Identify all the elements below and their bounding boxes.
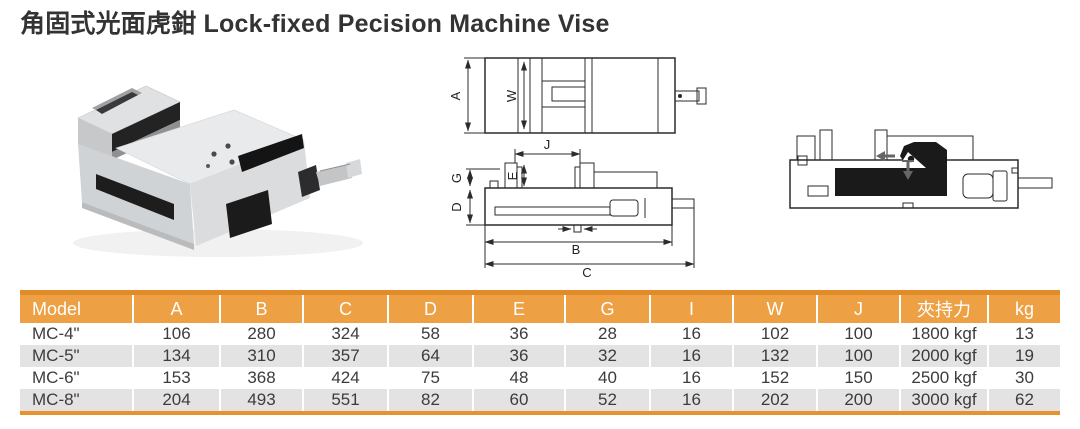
table-row: MC-6" 153 368 424 75 48 40 16 152 150 25… [20,367,1060,389]
cell: 134 [132,345,220,367]
cell: 551 [302,389,388,413]
dim-label-e: E [505,171,520,180]
header-cell-kg: kg [987,290,1060,323]
header-cell-model: Model [20,290,133,323]
cell: 100 [816,345,900,367]
cell: 36 [472,345,565,367]
table-row: MC-5" 134 310 357 64 36 32 16 132 100 20… [20,345,1060,367]
cell: 2000 kgf [899,345,988,367]
side-view-drawing: J E G D B C [449,137,695,280]
cell: 62 [987,389,1060,413]
header-cell-g: G [564,290,650,323]
cell: 152 [732,367,817,389]
header-cell-a: A [132,290,220,323]
cell-model: MC-6" [32,368,80,387]
cell: 13 [987,323,1060,345]
cell: 2500 kgf [899,367,988,389]
cell-model: MC-5" [32,346,80,365]
cell: 1800 kgf [899,323,988,345]
header-cell-j: J [816,290,900,323]
cell: 16 [649,345,733,367]
cell: 52 [564,389,650,413]
header-cell-d: D [387,290,473,323]
cell: 60 [472,389,565,413]
dim-label-c: C [582,265,591,280]
cell: 32 [564,345,650,367]
header-cell-e: E [472,290,565,323]
top-view-drawing: W A [448,57,707,134]
table-header-row: Model A B C D E G I W J 夾持力 kg [20,290,1060,323]
dim-label-d: D [449,202,464,211]
cell: 48 [472,367,565,389]
lock-motion-arrows [876,151,914,180]
cell: 310 [219,345,303,367]
cell: 28 [564,323,650,345]
cell: 204 [132,389,220,413]
header-cell-clamp-force: 夾持力 [899,290,988,323]
cell-model: MC-8" [32,390,80,409]
cell: 424 [302,367,388,389]
vise-photo [73,85,363,257]
cell: 36 [472,323,565,345]
cell: 202 [732,389,817,413]
cell: 3000 kgf [899,389,988,413]
cell: 280 [219,323,303,345]
dim-label-j: J [544,137,551,152]
cell: 64 [387,345,473,367]
cell: 132 [732,345,817,367]
dim-label-a: A [448,91,463,100]
cell: 30 [987,367,1060,389]
cell: 150 [816,367,900,389]
cell: 100 [816,323,900,345]
cell: 493 [219,389,303,413]
header-cell-b: B [219,290,303,323]
table-row: MC-4" 106 280 324 58 36 28 16 102 100 18… [20,323,1060,345]
cell: 19 [987,345,1060,367]
cell: 324 [302,323,388,345]
page-title: 角固式光面虎鉗 Lock-fixed Pecision Machine Vise [20,10,610,38]
section-view-drawing [789,129,1053,209]
dim-label-w: W [504,89,519,102]
cell: 153 [132,367,220,389]
cell: 75 [387,367,473,389]
cell: 102 [732,323,817,345]
dimension-drawing: W A [448,57,707,280]
spec-table: Model A B C D E G I W J 夾持力 kg MC-4" 106… [20,290,1060,415]
cell: 357 [302,345,388,367]
header-cell-i: I [649,290,733,323]
dim-label-g: G [449,173,464,183]
cell: 58 [387,323,473,345]
cell: 40 [564,367,650,389]
cell: 82 [387,389,473,413]
cell: 16 [649,389,733,413]
table-row: MC-8" 204 493 551 82 60 52 16 202 200 30… [20,389,1060,413]
cell-model: MC-4" [32,324,80,343]
cell: 200 [816,389,900,413]
cell: 368 [219,367,303,389]
header-cell-c: C [302,290,388,323]
photo-shadow [73,229,363,257]
dim-label-b: B [572,242,581,257]
cell: 16 [649,367,733,389]
cell: 16 [649,323,733,345]
header-cell-w: W [732,290,817,323]
cell: 106 [132,323,220,345]
